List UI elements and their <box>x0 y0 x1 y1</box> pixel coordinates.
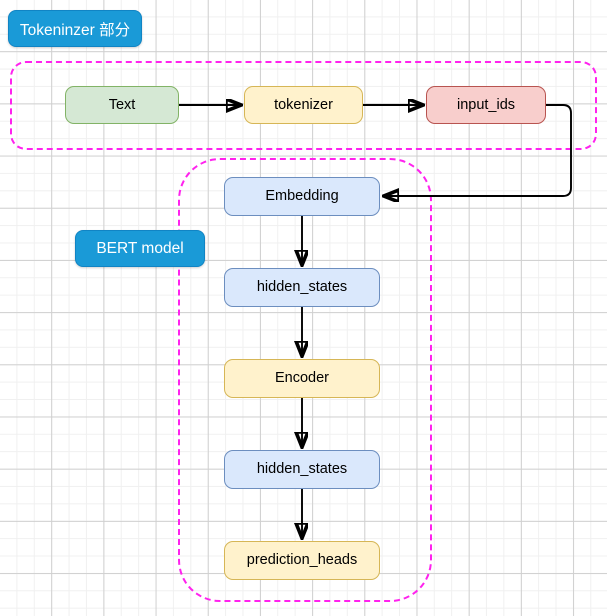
tag-tokenizer-section[interactable]: Tokeninzer 部分 <box>8 10 142 47</box>
tag-bert-label: BERT model <box>96 239 184 257</box>
node-hidden-states-2-label: hidden_states <box>256 461 348 478</box>
node-text[interactable]: Text <box>65 86 179 124</box>
node-embedding[interactable]: Embedding <box>224 177 380 216</box>
node-input-ids-label: input_ids <box>456 96 516 113</box>
group-bert-dashed-box <box>178 158 432 602</box>
node-encoder-label: Encoder <box>274 370 329 387</box>
node-input-ids[interactable]: input_ids <box>426 86 546 124</box>
node-tokenizer-label: tokenizer <box>274 96 333 113</box>
edge-input-ids-to-embedding <box>385 104 572 196</box>
node-hidden-states-1-label: hidden_states <box>256 279 348 296</box>
tag-bert-model[interactable]: BERT model <box>75 230 205 267</box>
node-prediction-heads[interactable]: prediction_heads <box>224 541 380 580</box>
node-embedding-label: Embedding <box>265 188 339 205</box>
group-tokenizer-dashed-box <box>10 61 597 150</box>
node-tokenizer[interactable]: tokenizer <box>244 86 363 124</box>
tag-tokenizer-label: Tokeninzer 部分 <box>19 21 131 39</box>
node-hidden-states-1[interactable]: hidden_states <box>224 268 380 307</box>
node-hidden-states-2[interactable]: hidden_states <box>224 450 380 489</box>
node-text-label: Text <box>108 96 136 113</box>
node-encoder[interactable]: Encoder <box>224 359 380 398</box>
node-prediction-heads-label: prediction_heads <box>246 552 358 569</box>
